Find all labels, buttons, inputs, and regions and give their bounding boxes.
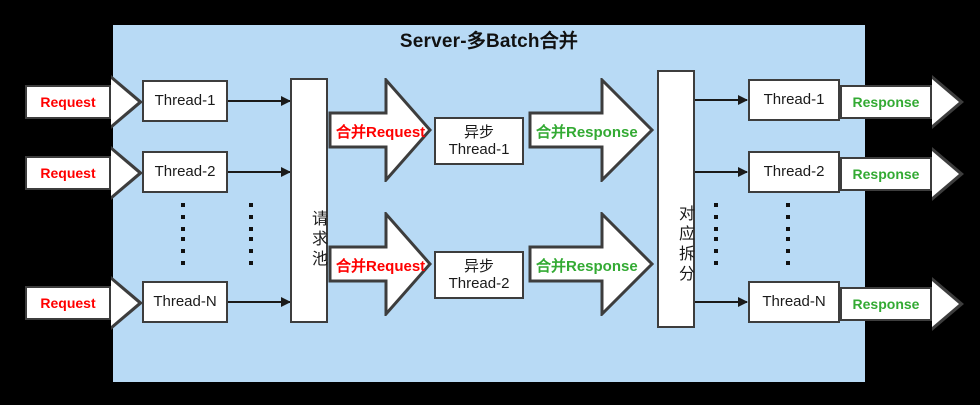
response-arrow-1-label: Response xyxy=(852,94,920,110)
input-thread-box-1: Thread-1 xyxy=(142,80,228,122)
merge-response-arrow-1: 合并Response xyxy=(528,78,654,182)
merge-request-arrow-1: 合并Request xyxy=(328,78,432,182)
output-thread-box-3: Thread-N xyxy=(748,281,840,323)
async-thread-box-1-line1: 异步 xyxy=(463,123,494,141)
output-thread-box-2-label: Thread-2 xyxy=(763,163,825,181)
merge-request-arrow-1-label: 合并Request xyxy=(336,124,426,141)
request-pool-label: 请求池 xyxy=(309,209,326,270)
output-thread-ellipsis-right xyxy=(785,203,791,239)
request-arrow-2-tail: Request xyxy=(25,156,111,190)
connector-split-to-output-1 xyxy=(695,95,748,105)
request-arrow-2: Request xyxy=(25,146,143,200)
response-arrow-3-head xyxy=(932,277,964,331)
output-thread-ellipsis-left-2 xyxy=(713,237,719,273)
input-thread-box-3-label: Thread-N xyxy=(153,293,217,311)
request-arrow-1-head xyxy=(111,75,143,129)
connector-input-2-to-pool xyxy=(228,167,291,177)
panel-title: Server-多Batch合并 xyxy=(399,31,579,52)
response-arrow-2: Response xyxy=(840,147,964,201)
connector-split-to-output-2 xyxy=(695,167,748,177)
output-thread-ellipsis-right-2 xyxy=(785,237,791,273)
request-arrow-2-label: Request xyxy=(40,165,96,181)
async-thread-box-2-line2: Thread-2 xyxy=(448,275,510,292)
request-arrow-2-head xyxy=(111,146,143,200)
response-arrow-3-label: Response xyxy=(852,296,920,312)
merge-response-arrow-2: 合并Response xyxy=(528,212,654,316)
input-thread-ellipsis-right xyxy=(248,203,254,239)
input-thread-ellipsis-left xyxy=(180,203,186,239)
response-arrow-1: Response xyxy=(840,75,964,129)
connector-input-1-to-pool xyxy=(228,96,291,106)
response-arrow-2-label: Response xyxy=(852,166,920,182)
input-thread-ellipsis-left-2 xyxy=(180,237,186,273)
request-arrow-3-tail: Request xyxy=(25,286,111,320)
response-arrow-3: Response xyxy=(840,277,964,331)
input-thread-box-2-label: Thread-2 xyxy=(154,163,216,181)
request-arrow-3-head xyxy=(111,276,143,330)
merge-request-arrow-2: 合并Request xyxy=(328,212,432,316)
request-arrow-1-label: Request xyxy=(40,94,96,110)
split-box: 对应拆分 xyxy=(657,70,695,328)
merge-response-arrow-2-label: 合并Response xyxy=(536,258,638,275)
connector-split-to-output-3 xyxy=(695,297,748,307)
request-arrow-1: Request xyxy=(25,75,143,129)
response-arrow-2-head xyxy=(932,147,964,201)
input-thread-box-1-label: Thread-1 xyxy=(154,92,216,110)
request-arrow-1-tail: Request xyxy=(25,85,111,119)
output-thread-box-2: Thread-2 xyxy=(748,151,840,193)
merge-request-arrow-2-label: 合并Request xyxy=(336,258,426,275)
response-arrow-1-tail: Response xyxy=(840,85,932,119)
merge-response-arrow-1-label: 合并Response xyxy=(536,124,638,141)
response-arrow-1-head xyxy=(932,75,964,129)
async-thread-box-1: 异步 Thread-1 xyxy=(434,117,524,165)
output-thread-box-3-label: Thread-N xyxy=(762,293,826,311)
request-arrow-3: Request xyxy=(25,276,143,330)
response-arrow-2-tail: Response xyxy=(840,157,932,191)
async-thread-box-2-line1: 异步 xyxy=(463,257,494,275)
output-thread-box-1: Thread-1 xyxy=(748,79,840,121)
input-thread-box-3: Thread-N xyxy=(142,281,228,323)
input-thread-ellipsis-right-2 xyxy=(248,237,254,273)
async-thread-box-1-line2: Thread-1 xyxy=(448,141,510,158)
request-pool-box: 请求池 xyxy=(290,78,328,323)
connector-input-3-to-pool xyxy=(228,297,291,307)
input-thread-box-2: Thread-2 xyxy=(142,151,228,193)
async-thread-box-2: 异步 Thread-2 xyxy=(434,251,524,299)
request-arrow-3-label: Request xyxy=(40,295,96,311)
server-panel xyxy=(113,25,865,382)
split-box-label: 对应拆分 xyxy=(676,205,693,285)
output-thread-box-1-label: Thread-1 xyxy=(763,91,825,109)
response-arrow-3-tail: Response xyxy=(840,287,932,321)
output-thread-ellipsis-left xyxy=(713,203,719,239)
